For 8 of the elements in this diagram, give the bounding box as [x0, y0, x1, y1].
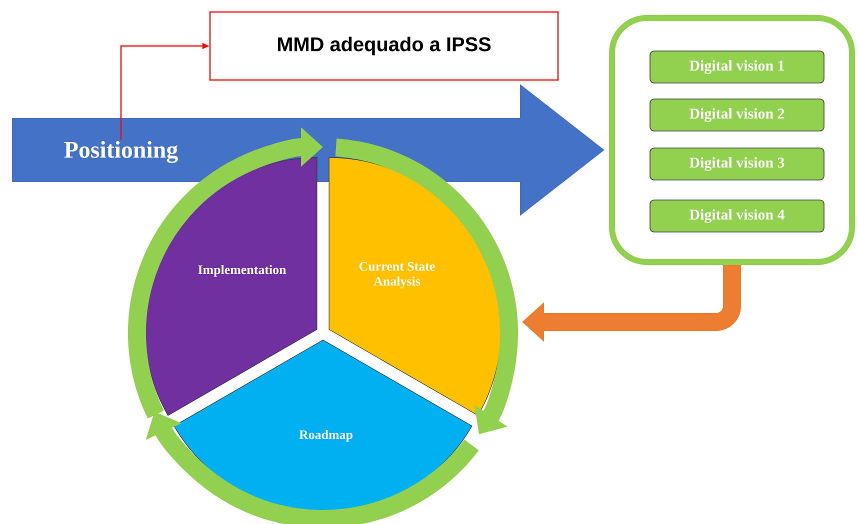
- vision-box: Digital vision 3: [650, 148, 824, 180]
- title-box: MMD adequado a IPSS: [209, 11, 559, 81]
- vision-panel: [609, 15, 855, 265]
- vision-box: Digital vision 1: [650, 50, 824, 84]
- state-sector: Current State Analysis: [328, 157, 502, 416]
- vision-box: Digital vision 2: [650, 98, 824, 132]
- vision-box: Digital vision 4: [650, 200, 824, 232]
- roadmap-sector: Roadmap: [174, 340, 472, 512]
